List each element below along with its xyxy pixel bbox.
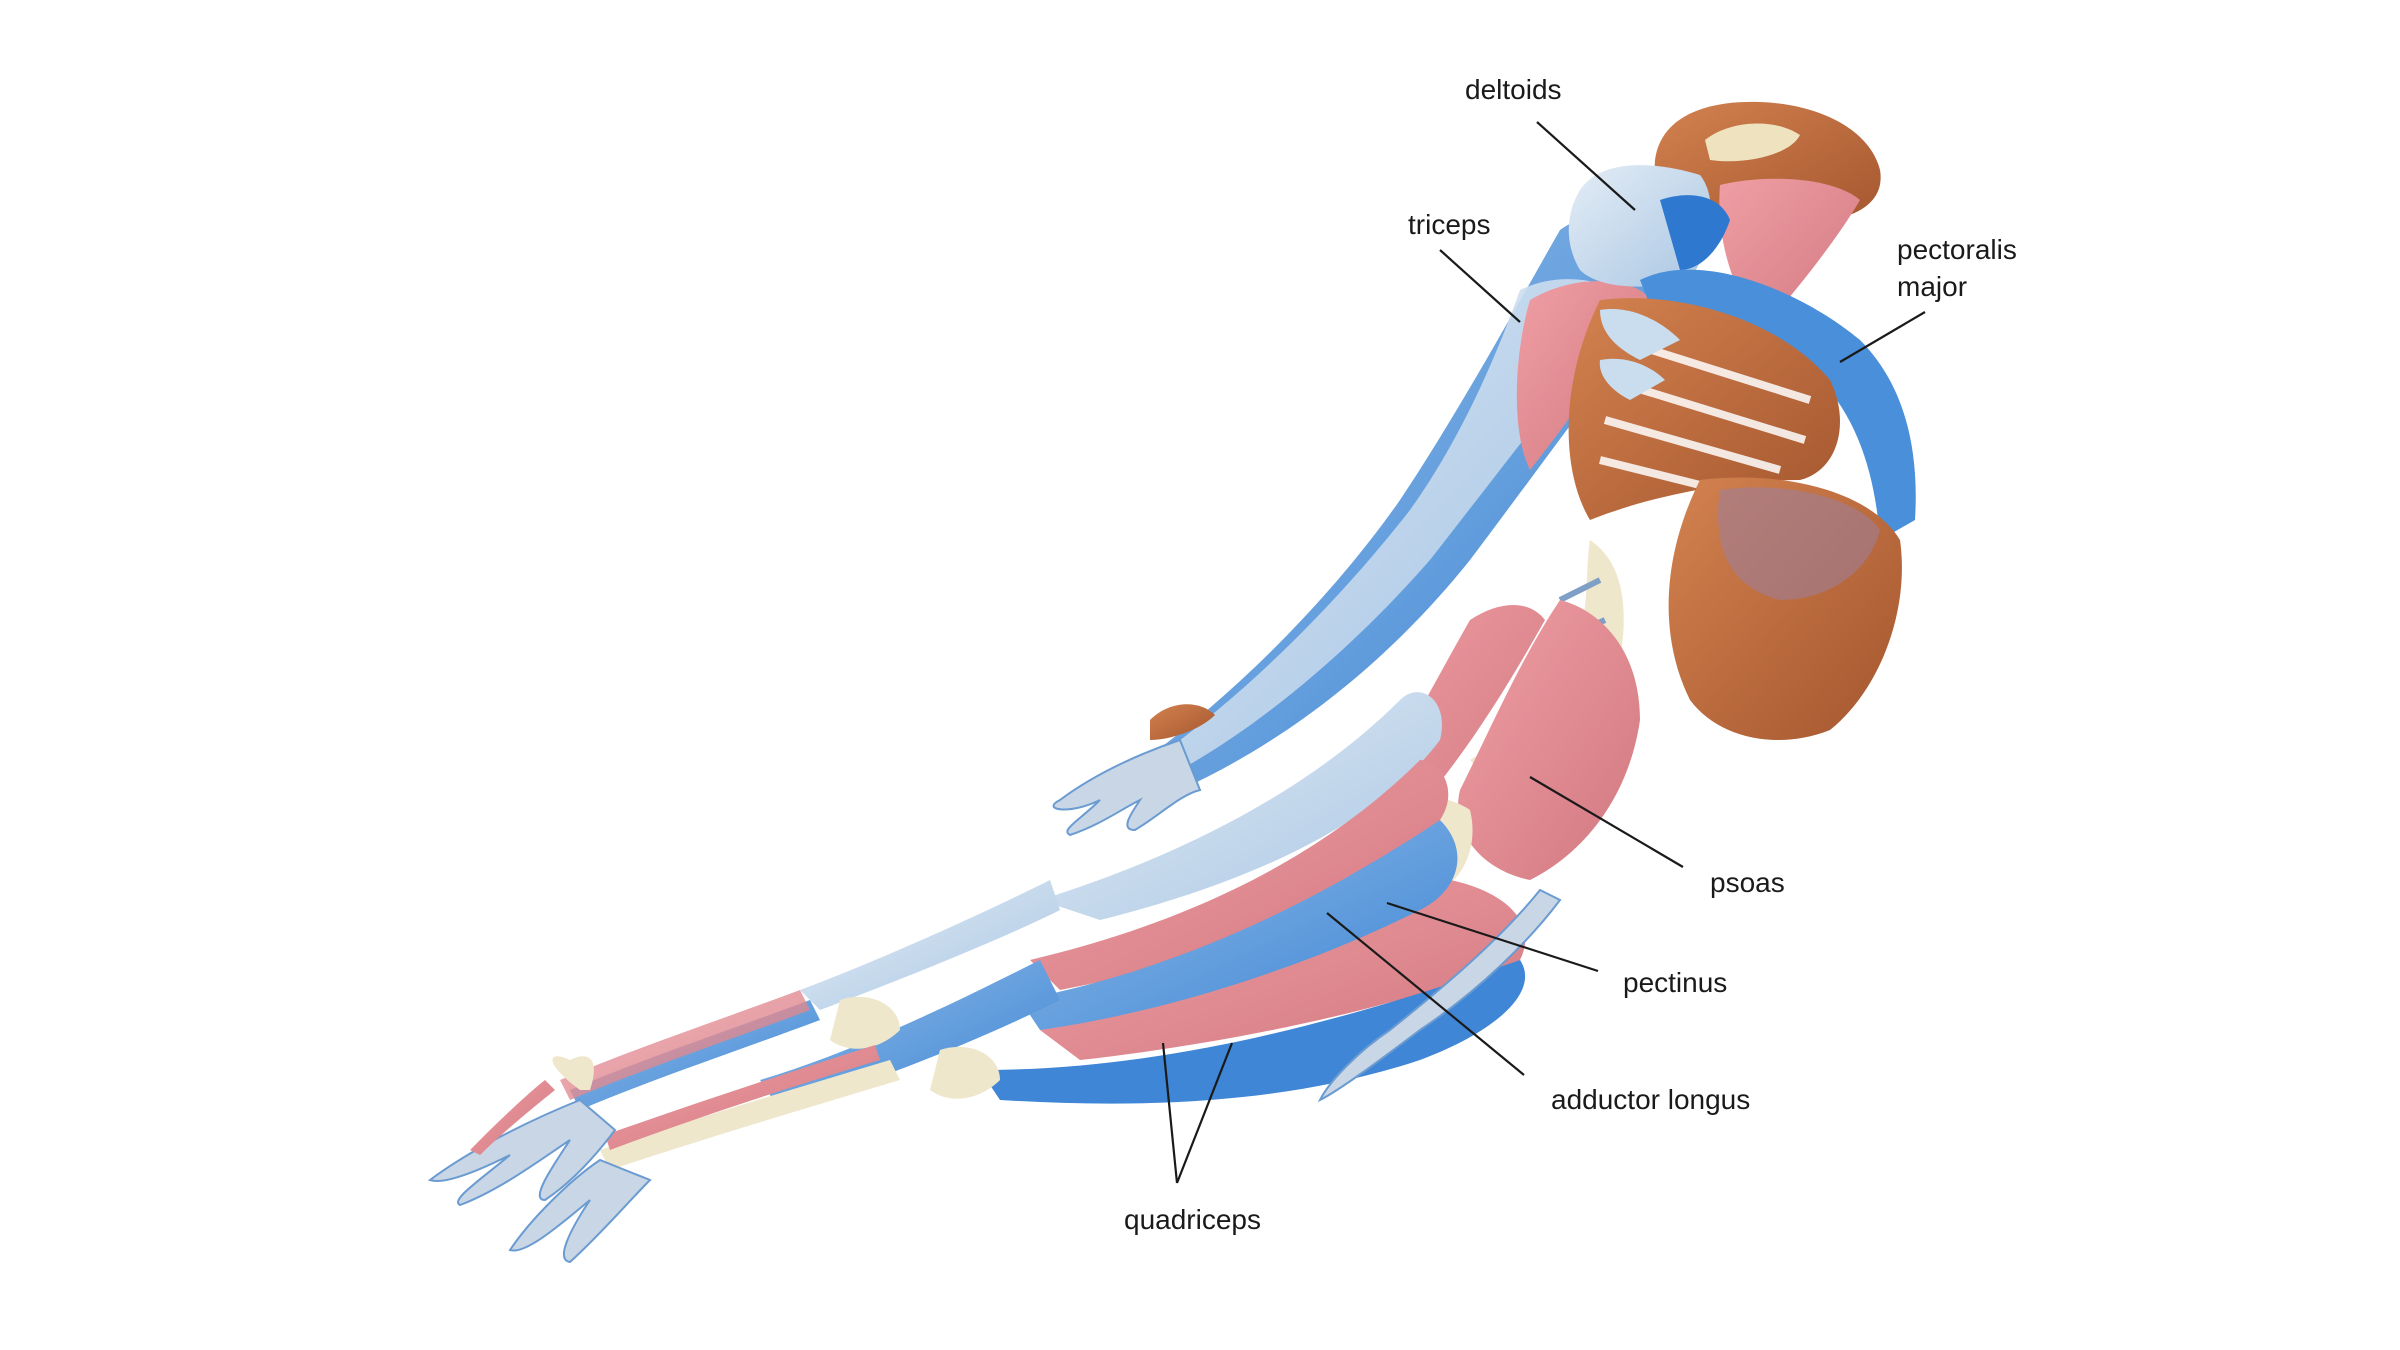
label-pectinus: pectinus — [1623, 967, 1728, 998]
lower-legs — [560, 880, 1060, 1170]
deltoids-leader-line — [1536, 121, 1636, 211]
pectinus-leader-line — [1386, 901, 1599, 973]
label-pectoralis-major-line1: pectoralis — [1897, 234, 2017, 265]
label-deltoids: deltoids — [1465, 74, 1562, 105]
leader-lines — [1161, 121, 1926, 1184]
label-psoas: psoas — [1710, 867, 1785, 898]
psoas-leader-line — [1529, 776, 1684, 868]
label-quadriceps: quadriceps — [1124, 1204, 1261, 1235]
lower-hand — [1317, 888, 1562, 1103]
label-pectoralis-major-line2: major — [1897, 271, 1968, 302]
quadriceps-leader-line-right — [1175, 1042, 1234, 1184]
feet — [427, 1056, 652, 1264]
thigh — [980, 692, 1526, 1104]
pectoralis-major-leader-line — [1839, 311, 1926, 363]
deltoid-muscle — [1568, 165, 1711, 287]
label-adductor-longus: adductor longus — [1551, 1084, 1751, 1115]
adductor-longus-leader-line — [1326, 912, 1525, 1076]
psoas-muscle — [1458, 600, 1640, 880]
pectoralis-major-muscle — [1640, 269, 1916, 540]
quadriceps-leader-line-left — [1161, 1042, 1179, 1184]
label-triceps: triceps — [1408, 209, 1491, 240]
triceps-leader-line — [1439, 249, 1521, 323]
ribcage — [1568, 298, 1840, 520]
